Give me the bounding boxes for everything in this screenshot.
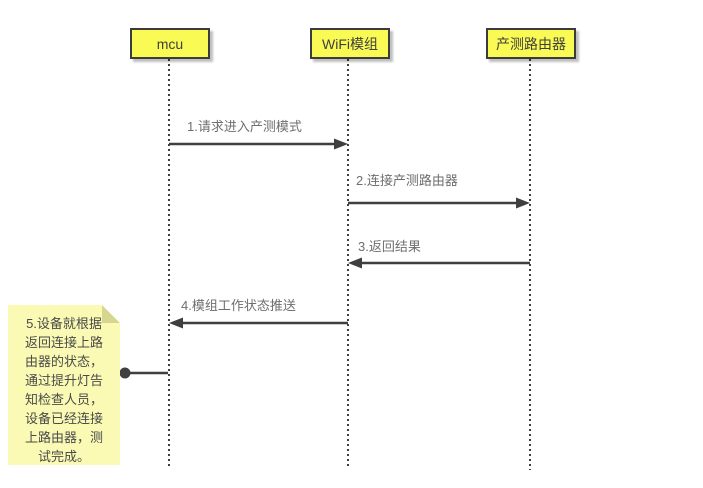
actor-box-wifi-module: WiFi模组	[310, 28, 390, 59]
note-connector-dot	[119, 367, 131, 379]
message-arrowhead-2	[516, 197, 530, 209]
message-label-2: 2.连接产测路由器	[356, 173, 458, 188]
message-label-4: 4.模组工作状态推送	[181, 298, 296, 313]
message-label-3: 3.返回结果	[358, 239, 421, 254]
message-arrowhead-1	[334, 138, 348, 150]
message-label-1: 1.请求进入产测模式	[187, 119, 302, 134]
message-arrowhead-4	[169, 317, 183, 329]
message-arrowhead-3	[348, 257, 362, 269]
actor-box-test-router: 产测路由器	[486, 28, 576, 59]
note-step-5: 5.设备就根据 返回连接上路 由器的状态， 通过提升灯告 知检查人员， 设备已经…	[8, 305, 120, 465]
actor-box-mcu: mcu	[130, 28, 210, 59]
